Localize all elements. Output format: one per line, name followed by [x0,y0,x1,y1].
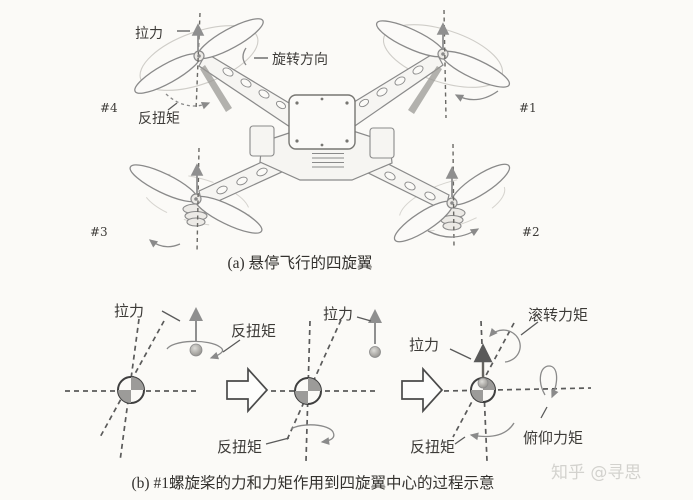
antitorque-arc-step2 [290,424,335,445]
pitch-moment-label: 俯仰力矩 [523,430,583,447]
thrust-connector-step1 [161,310,181,322]
thrust-label-step1: 拉力 [114,303,144,320]
antitorque-arc-step1 [166,340,224,360]
pitch-moment-loop [539,365,559,399]
drone-center-body [249,94,395,181]
spin-arc-rotor2 [427,228,480,238]
thrust-connector-step3 [449,348,472,360]
pitch-label-connector [540,406,548,419]
rotor3-label: #3 [90,225,108,239]
rotor-1 [375,20,511,88]
antitorque-label-step3: 反扭矩 [410,439,455,456]
thrust-label-step3: 拉力 [409,337,439,354]
thrust-label-step2: 拉力 [323,306,353,323]
step3-diagram: 拉力 滚转力矩 俯仰力矩 反扭矩 [409,307,592,462]
rotor-4 [134,18,264,94]
antitorque-connector-step1 [222,339,241,353]
propeller-ball-step2 [369,346,381,358]
roll-label-connector [520,321,539,336]
step2-diagram: 拉力 反扭矩 [217,306,382,462]
thrust-connector-step2 [356,316,372,322]
antitorque-connector-step3 [454,436,466,445]
rotor-2 [393,163,511,243]
landing-leg-rotor4 [200,65,232,112]
panel-b-process-diagram: 拉力 反扭矩 拉力 反扭矩 [65,303,592,492]
antitorque-arc-rotor4 [165,93,211,110]
center-of-gravity-symbol [117,376,145,404]
antitorque-label-step2: 反扭矩 [217,439,262,456]
rotor1-label: #1 [519,101,537,115]
thrust-arrows [190,22,459,197]
watermark-zhihu: 知乎 @寻思 [551,463,641,483]
propeller-ball-step3 [477,377,489,389]
rotation-label-arc [242,47,247,66]
prop-disc-halo-rotor4 [139,25,259,91]
rotor2-label: #2 [522,225,540,239]
roll-moment-label: 滚转力矩 [528,307,588,324]
panel-b-caption: (b) #1螺旋桨的力和力矩作用到四旋翼中心的过程示意 [132,473,495,492]
panel-a-quadrotor-illustration: 拉力 旋转方向 #4 反扭矩 #1 #3 #2 (a) 悬停飞行的四旋翼 [90,9,540,272]
spin-arc-rotor1 [454,90,499,102]
antitorque-arc-step3 [469,422,515,441]
landing-leg-rotor1 [408,66,442,114]
block-arrow-1 [226,366,269,414]
rotation-direction-label: 旋转方向 [272,52,328,68]
antitorque-connector-step2 [265,437,290,445]
rotor4-label: #4 [100,101,118,115]
panel-a-caption: (a) 悬停飞行的四旋翼 [227,254,372,272]
antitorque-label-step1: 反扭矩 [231,323,276,340]
thrust-label-a: 拉力 [135,26,163,42]
block-arrow-2 [401,366,444,414]
propeller-ball-step1 [189,343,203,357]
spin-arc-rotor3 [148,239,181,248]
roll-moment-loop [489,328,521,363]
center-of-gravity-symbol [294,377,322,405]
antitorque-label-a: 反扭矩 [138,111,180,127]
step1-diagram: 拉力 反扭矩 [65,303,276,462]
antitorque-label-connector [167,102,178,111]
